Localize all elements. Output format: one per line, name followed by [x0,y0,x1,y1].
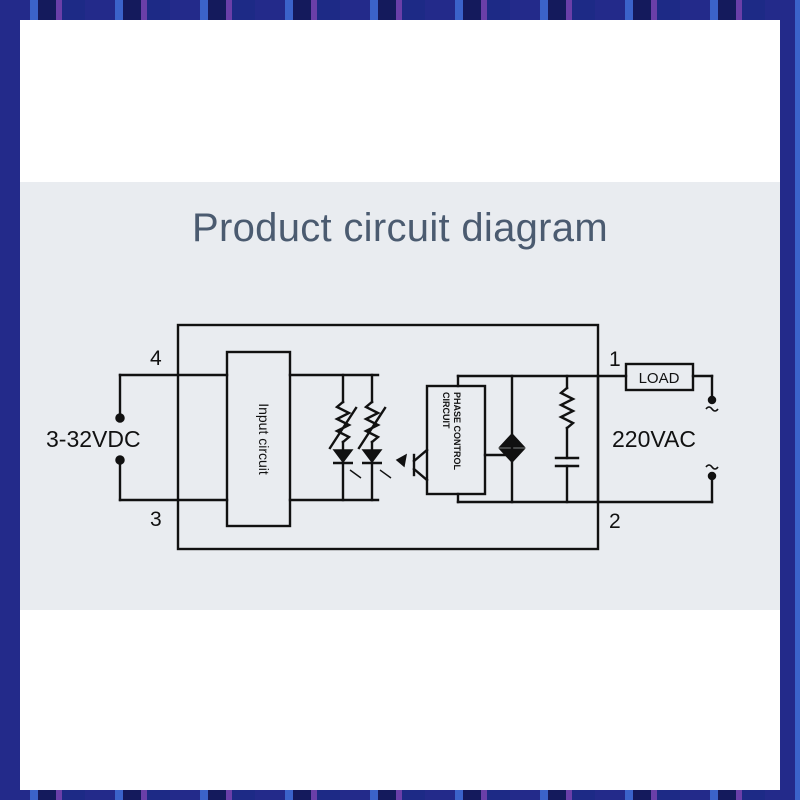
phototransistor [395,453,408,468]
ac-voltage-label: 220VAC [612,426,696,452]
load-label: LOAD [639,370,680,387]
pin-4-label: 4 [150,347,162,370]
input-circuit-label: Input circuit [256,403,272,475]
input-circuit-block [225,350,292,528]
diagram-background [20,182,780,610]
ac-terminal-top [707,395,717,405]
pin-3-label: 3 [150,508,162,531]
dc-voltage-label: 3-32VDC [46,426,141,452]
pin-2-label: 2 [609,510,621,533]
dc-terminal-top [115,413,125,423]
ac-terminal-bottom [707,471,717,481]
led-1 [332,449,354,464]
module-outline [176,323,600,551]
pin-1-label: 1 [609,348,621,371]
phase-control-block [425,384,487,496]
dc-terminal-bottom [115,455,125,465]
diagram-title: Product circuit diagram [192,206,608,250]
phase-control-label-line1: PHASE CONTROL [452,392,462,471]
led-2 [361,449,383,464]
phase-control-label-line2: CIRCUIT [441,392,451,429]
triac [498,432,526,448]
